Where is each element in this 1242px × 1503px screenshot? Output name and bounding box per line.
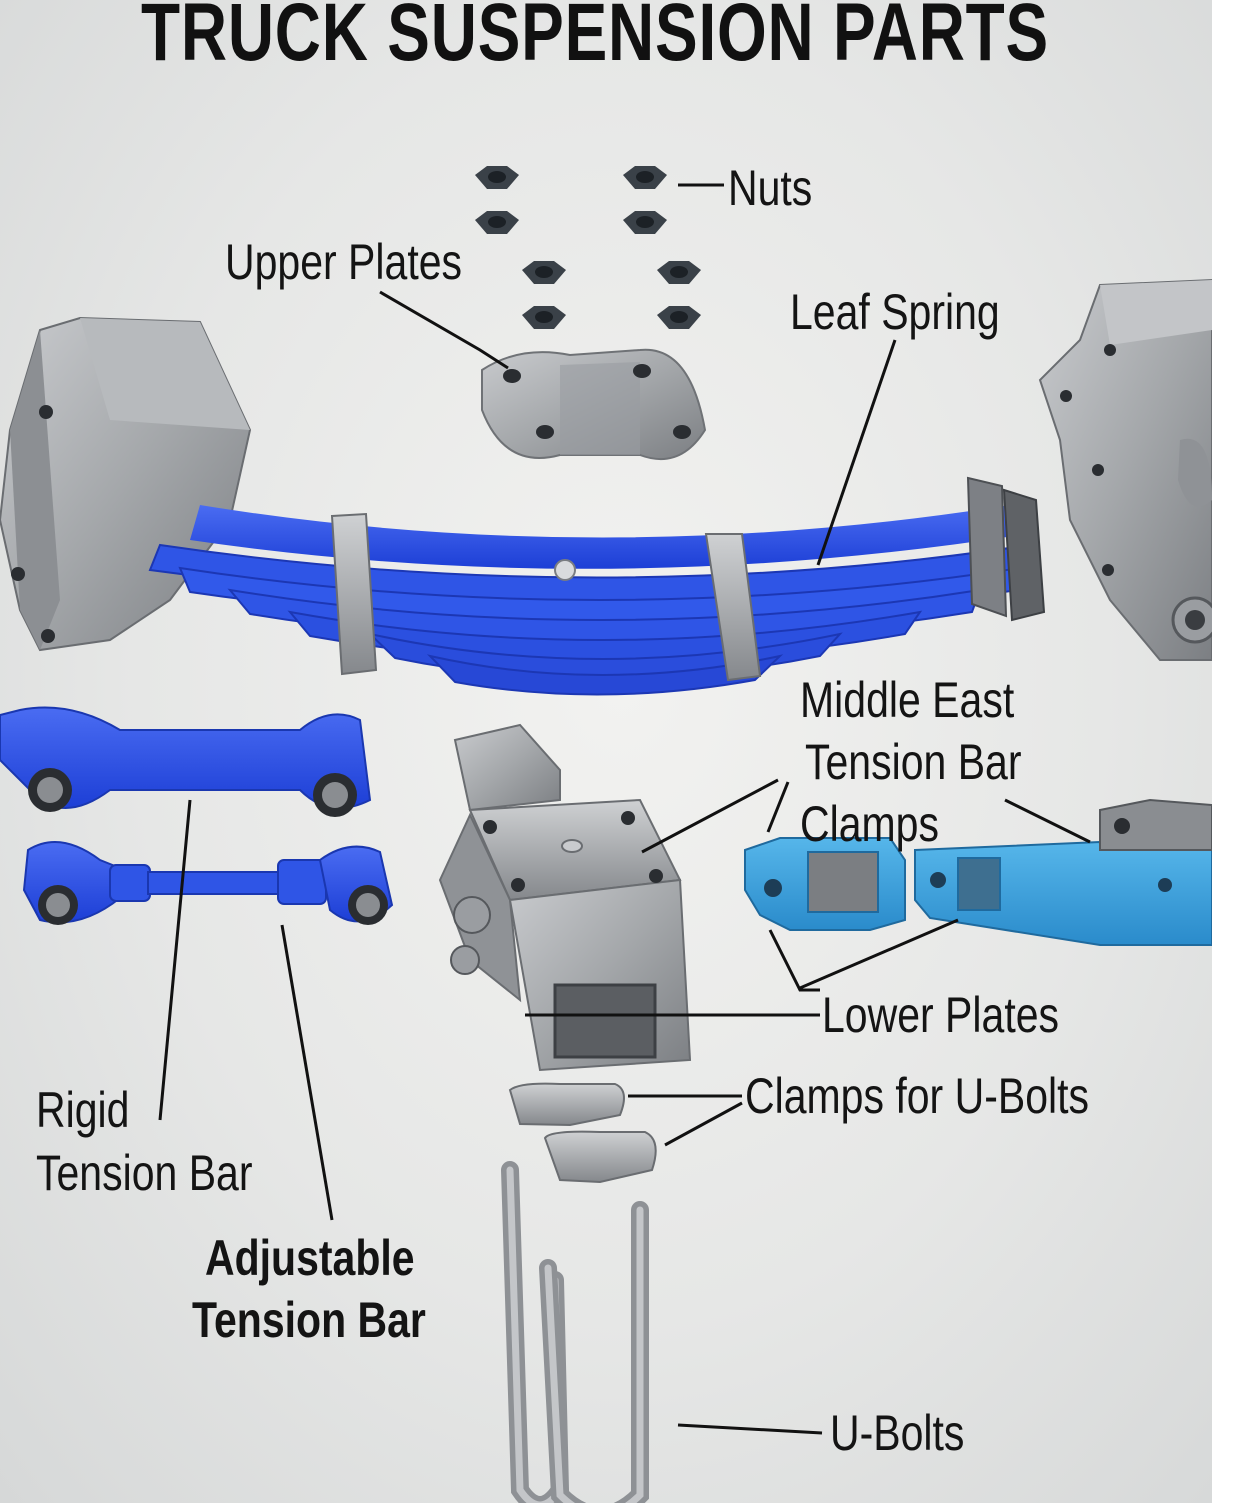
label-rigid-line2: Tension Bar	[36, 1145, 253, 1201]
u-bolts-part	[501, 1161, 649, 1503]
nut	[623, 211, 667, 234]
nut	[522, 306, 566, 329]
leader-lines	[158, 183, 1091, 1435]
front-hanger-bracket	[0, 316, 252, 652]
label-adjustable-line2: Tension Bar	[192, 1292, 426, 1348]
nut	[475, 166, 519, 189]
adjustable-tension-bar-part	[22, 841, 394, 925]
upper-plate	[481, 348, 707, 461]
label-middle-east-line1: Middle East	[800, 672, 1015, 728]
label-middle-east-line2: Tension Bar	[805, 734, 1022, 790]
label-upper-plates: Upper Plates	[225, 234, 463, 290]
label-clamps-for-u-bolts: Clamps for U-Bolts	[745, 1068, 1090, 1124]
label-adjustable-line1: Adjustable	[205, 1230, 415, 1286]
nut	[475, 211, 519, 234]
u-bolt-clamps	[508, 1082, 657, 1184]
nuts-group	[475, 166, 701, 329]
nut	[623, 166, 667, 189]
label-nuts: Nuts	[728, 160, 813, 216]
label-lower-plates: Lower Plates	[822, 987, 1060, 1043]
right-margin	[1212, 0, 1242, 1503]
label-leaf-spring: Leaf Spring	[790, 284, 1000, 340]
leaf-spring	[148, 476, 1046, 696]
axle-seat-bracket	[438, 723, 692, 1072]
nut	[657, 306, 701, 329]
label-u-bolts: U-Bolts	[830, 1405, 965, 1461]
page-title: TRUCK SUSPENSION PARTS	[141, 0, 1049, 78]
label-rigid-line1: Rigid	[36, 1082, 130, 1138]
rear-hanger-bracket	[1038, 278, 1219, 661]
nut	[657, 261, 701, 284]
rigid-tension-bar-part	[0, 706, 372, 817]
middle-east-clamps	[744, 798, 1213, 946]
nut	[522, 261, 566, 284]
label-middle-east-line3: Clamps	[800, 796, 939, 852]
